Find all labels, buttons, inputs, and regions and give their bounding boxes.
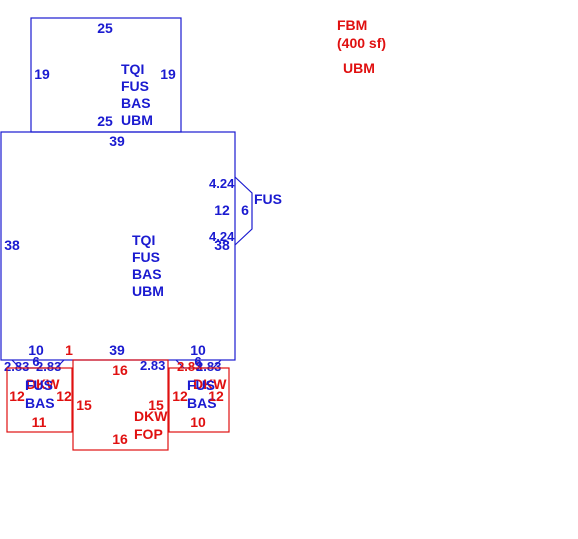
main-box-left-dimension: 38 [4,237,20,253]
left-deck-label: DKW [26,376,60,392]
main-box-top-dimension: 39 [109,133,125,149]
left-bay-top-dimension: 10 [28,342,44,358]
left-deck-code-2: BAS [25,395,55,411]
porch-code-2: FOP [134,426,163,442]
porch-outline [72,359,169,451]
right-bay-diag-right: 2.83 [196,359,221,374]
porch-left-dimension: 15 [76,397,92,413]
porch-bottom-dimension: 16 [112,431,128,447]
upper-box-top-dimension: 25 [97,20,113,36]
right-deck-dim-a: 12 [172,388,188,404]
porch-side-diag: 2.83 [140,358,165,373]
bay-inner-dimension: 12 [214,202,230,218]
right-deck-code-2: BAS [187,395,217,411]
left-deck-outline [6,367,73,433]
main-box-right-dimension: 38 [214,237,230,253]
left-deck-code-1: FUS [25,377,53,393]
main-box-code-1: TQI [132,232,155,248]
upper-box-code-3: BAS [121,95,151,111]
bay-diag-top: 4.24 [209,176,235,191]
bay-outer-dimension: 6 [241,202,249,218]
bay-outline [234,176,253,246]
upper-box-code-4: UBM [121,112,153,128]
upper-box-left-dimension: 19 [34,66,50,82]
porch-gap-dimension: 1 [65,342,73,358]
bay-diag-bottom: 4.24 [209,229,235,244]
porch-top-dimension: 16 [112,362,128,378]
porch-right-dimension: 15 [148,397,164,413]
upper-box-bottom-dimension: 25 [97,113,113,129]
main-box-code-3: BAS [132,266,162,282]
right-deck-dim-b: 12 [208,388,224,404]
right-deck-label: DKW [193,376,227,392]
left-bay-small-dimension: 6 [32,354,39,369]
left-bay-diag-left: 2.83 [4,359,29,374]
left-deck-dim-a: 12 [9,388,25,404]
main-box-outline [0,131,236,361]
right-bay-diag-left: 2.83 [177,359,202,374]
main-box-code-4: UBM [132,283,164,299]
left-deck-dim-b: 12 [56,388,72,404]
right-deck-code-1: FUS [187,377,215,393]
legend-area: (400 sf) [337,35,386,51]
legend-sub: UBM [343,60,375,76]
main-box-code-2: FUS [132,249,160,265]
left-bay-diag-right: 2.83 [36,359,61,374]
right-bay-small-dimension: 6 [194,354,201,369]
upper-box-code-2: FUS [121,78,149,94]
upper-box-right-dimension: 19 [160,66,176,82]
upper-box-code-1: TQI [121,61,144,77]
right-deck-outline [168,367,230,433]
right-bay-top-dimension: 10 [190,342,206,358]
left-deck-bottom-dimension: 11 [32,414,47,430]
main-box-bottom-dimension: 39 [109,342,125,358]
porch-code-1: DKW [134,408,168,424]
bay-label: FUS [254,191,282,207]
legend-code: FBM [337,17,367,33]
right-deck-bottom-dimension: 10 [190,414,206,430]
